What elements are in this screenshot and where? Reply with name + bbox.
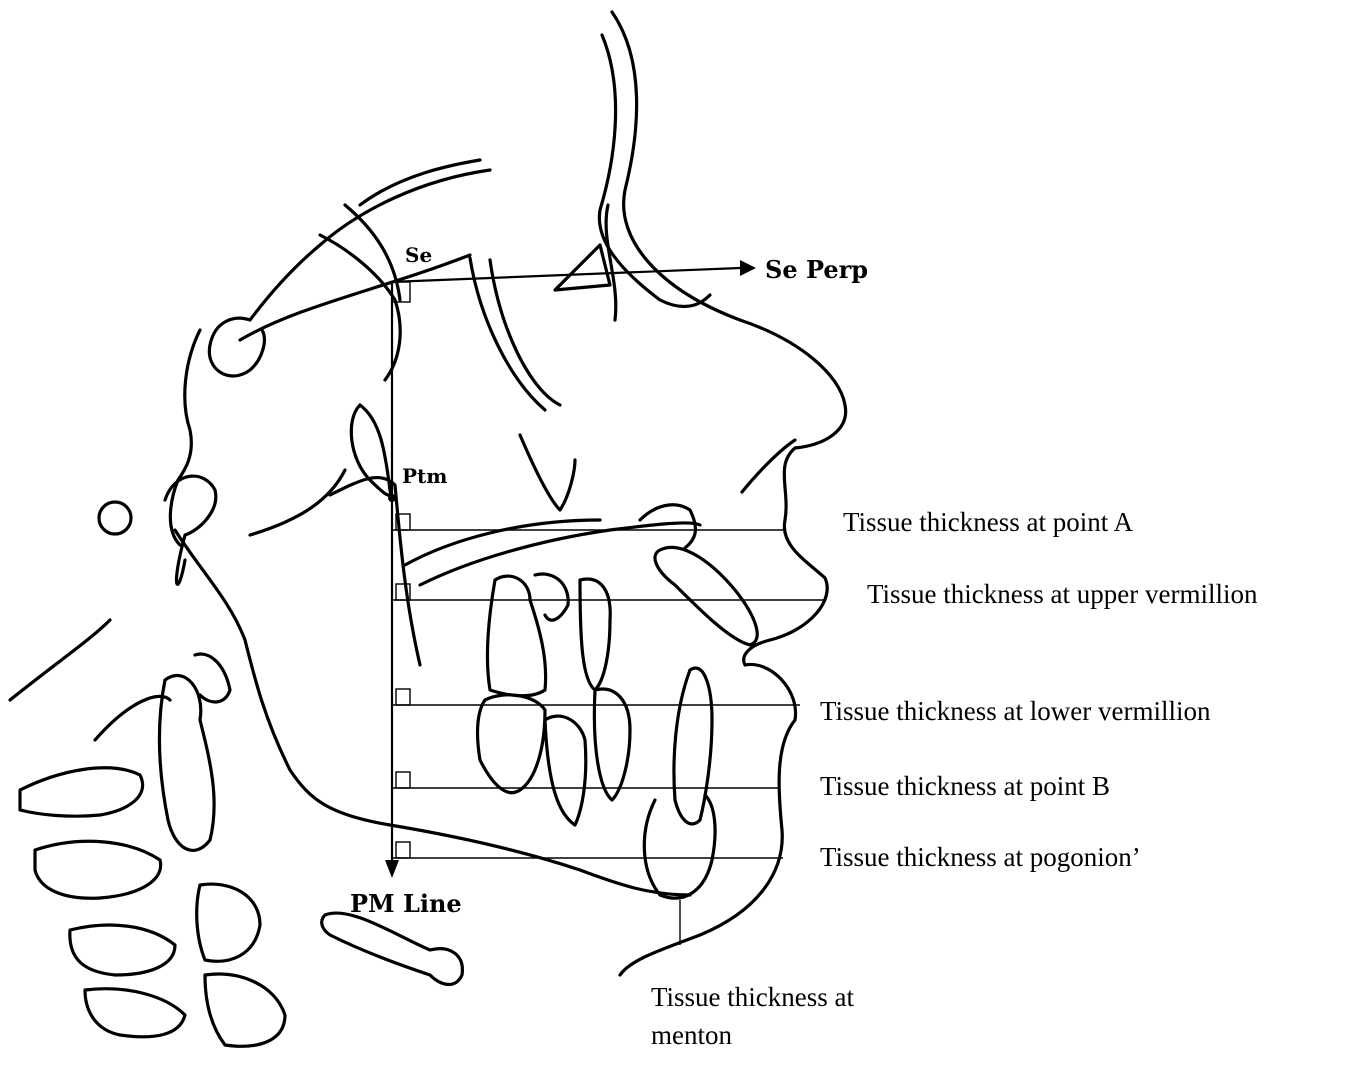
posterior-arch-2 [35,841,161,898]
soft-tissue-profile [612,12,846,975]
cranial-vault [360,160,480,205]
angle-marker-lv [396,689,410,705]
label-lower-vermillion: Tissue thickness at lower vermillion [820,696,1211,726]
ramus-anterior [330,478,420,665]
odontoid [195,654,230,702]
label-menton-line2: menton [651,1020,732,1050]
orbit-triangle [555,245,610,290]
label-point-b: Tissue thickness at point B [820,771,1110,801]
lower-molar-2 [545,716,586,825]
posterior-arch-1 [20,768,143,816]
frontal-contour [599,35,710,306]
coronoid [250,470,345,535]
upper-premolar [580,579,610,690]
palate-posterior [405,520,600,565]
lower-incisor [674,668,712,824]
label-pogonion: Tissue thickness at pogonion’ [820,842,1141,872]
cervical-vertebra-2 [159,676,214,851]
label-se: Se [405,243,432,267]
cervical-vertebra-4 [205,974,285,1046]
label-upper-vermillion: Tissue thickness at upper vermillion [867,579,1258,609]
palatal-plane [420,523,700,585]
label-pm-line: PM Line [350,889,462,918]
spine-line [10,620,110,700]
posterior-skull [170,330,200,545]
ramus-posterior [175,530,690,895]
upper-incisor [655,547,757,645]
ear-rod-circle [99,502,131,534]
ptm-point [388,494,396,502]
cervical-vertebra-3 [197,884,260,961]
hyoid-bone [322,913,463,984]
anterior-cranial-base [240,255,470,340]
upper-molar-2 [535,574,568,620]
label-point-a: Tissue thickness at point A [843,507,1134,537]
pm-line-arrowhead [385,860,399,878]
reference-lines [385,260,826,945]
upper-molar-1 [488,576,546,696]
label-menton-line1: Tissue thickness at [651,982,855,1012]
angle-marker-pog [396,842,410,858]
angle-marker-b [396,772,410,788]
label-ptm: Ptm [402,464,447,488]
posterior-arch-3 [70,925,175,975]
maxillary-sinus [520,435,575,510]
se-perp-arrowhead [740,260,756,276]
malar-contour [490,260,560,405]
cranial-base [209,170,490,376]
label-se-perp: Se Perp [765,255,868,284]
lower-molar-1 [478,695,545,793]
nasal-bone [606,205,616,320]
nose-wing [742,440,795,492]
posterior-arch-4 [85,989,185,1037]
